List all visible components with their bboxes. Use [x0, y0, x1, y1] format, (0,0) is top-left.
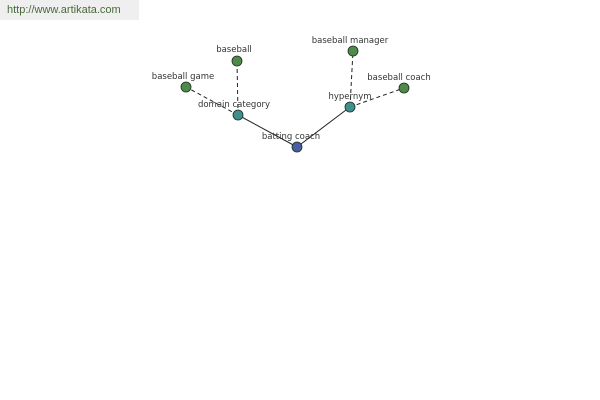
- node-label-baseball[interactable]: baseball: [216, 45, 252, 55]
- node-baseball[interactable]: [231, 55, 243, 67]
- node-label-baseball-game[interactable]: baseball game: [152, 72, 214, 82]
- node-hypernym[interactable]: [344, 101, 356, 113]
- edge-domain-category-to-baseball-game: [185, 86, 239, 116]
- graph-edges: [185, 50, 405, 148]
- graph-nodes: [180, 45, 410, 153]
- node-label-baseball-manager[interactable]: baseball manager: [312, 36, 389, 46]
- node-baseball-manager[interactable]: [347, 45, 359, 57]
- node-label-batting-coach[interactable]: batting coach: [262, 132, 320, 142]
- node-batting-coach[interactable]: [291, 141, 303, 153]
- node-label-hypernym[interactable]: hypernym: [328, 92, 371, 102]
- edge-hypernym-to-baseball-manager: [349, 50, 354, 108]
- edge-hypernym-to-baseball-coach: [349, 87, 405, 108]
- node-baseball-game[interactable]: [180, 81, 192, 93]
- site-url-link[interactable]: http://www.artikata.com: [7, 4, 121, 16]
- graph-labels: batting coach domain category hypernym base…: [152, 36, 431, 142]
- edge-domain-category-to-baseball: [236, 60, 239, 116]
- node-baseball-coach[interactable]: [398, 82, 410, 94]
- edge-batting-coach-to-hypernym: [296, 106, 351, 148]
- edge-batting-coach-to-domain-category: [237, 114, 298, 148]
- node-domain-category[interactable]: [232, 109, 244, 121]
- node-label-baseball-coach[interactable]: baseball coach: [367, 73, 430, 83]
- node-label-domain-category[interactable]: domain category: [198, 100, 270, 110]
- url-banner: http://www.artikata.com: [0, 0, 139, 20]
